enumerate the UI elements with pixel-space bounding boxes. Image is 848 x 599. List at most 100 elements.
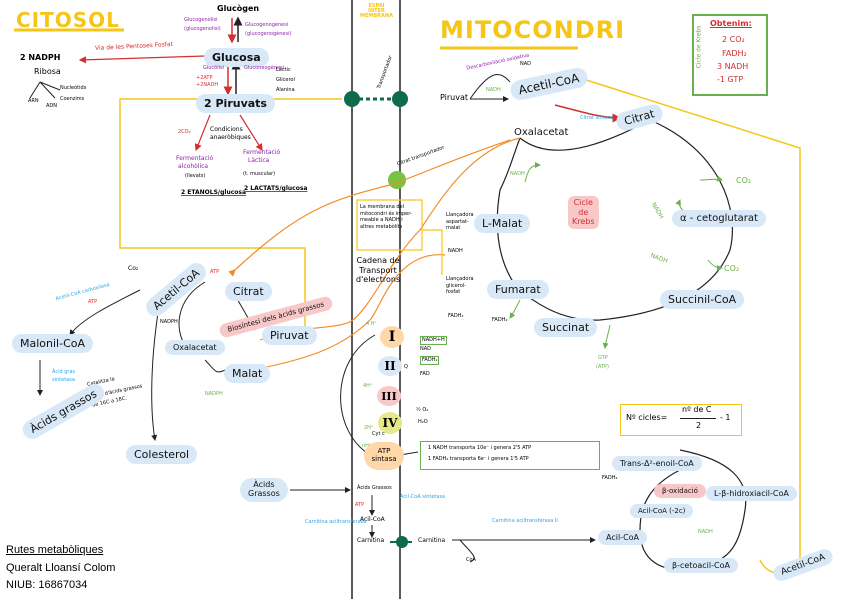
co2-cyto: Co₂: [128, 265, 139, 272]
formula-den: 2: [696, 421, 702, 430]
obtenim-l3: 3 NADH: [717, 62, 749, 71]
malat-cyto: Malat: [224, 364, 271, 383]
atp-yield-box: [420, 441, 600, 470]
etanols-label: 2 ETANOLS/glucosa: [181, 189, 247, 196]
cadena-transport-label: Cadena de Transport d'electrons: [356, 256, 401, 285]
coa-beta: CoA: [466, 557, 476, 563]
h-label-2: 4H⁺: [363, 383, 373, 389]
yield-nadh: 1 NADH transporta 10e⁻ i genera 2'5 ATP: [428, 445, 532, 451]
glucogenolisi-sub: (glucogenolisi): [184, 26, 221, 32]
gtp-krebs: GTP: [598, 355, 608, 361]
obtenim-l4: -1 GTP: [717, 75, 744, 84]
glucolisi-label: Glucòlisi: [203, 65, 225, 71]
membrane-note: La membrana del mitocondri és imper- mea…: [360, 204, 412, 230]
nadh-mito: NADH: [486, 87, 501, 93]
lanadora-aspartat: Llançadora aspartat- malat: [446, 212, 474, 231]
formula-rhs: - 1: [720, 413, 731, 422]
nucleotids-label: Nucleòtids: [60, 85, 87, 91]
glucolisi-nadh: +2NADH: [196, 82, 219, 88]
co2-fermentation: 2CO₂: [178, 129, 191, 135]
oxalacetat-mito: Oxalacetat: [514, 127, 569, 138]
acil-coa-2c: Acil-CoA (-2c): [630, 504, 694, 518]
footer-niub: NIUB: 16867034: [6, 579, 88, 591]
acil-coa-beta: Acil-CoA: [360, 516, 385, 523]
fadh-beta: FADH₂: [602, 475, 618, 481]
lactats-label: 2 LACTATS/glucosa: [244, 185, 308, 192]
complex-iii: III: [377, 386, 401, 406]
fumarat-node: Fumarat: [487, 280, 549, 299]
cetoacil-coa: β-cetoacil-CoA: [664, 558, 738, 573]
lanadora-glicerol: Llançadora glicerol- fosfat: [446, 276, 474, 295]
formula-lhs: Nº cicles=: [626, 413, 668, 422]
succinil-coa-node: Succinil-CoA: [660, 290, 745, 309]
cicle-krebs-label: Cicle de Krebs: [568, 196, 599, 229]
footer-author: Queralt Lloansí Colom: [6, 562, 116, 574]
carnitina-beta-2: Carnitina: [418, 537, 446, 544]
fermentacio-lac-1: Fermentació: [243, 149, 281, 156]
fad-etc: FAD: [420, 371, 430, 377]
co2-krebs-2: CO₂: [724, 264, 740, 273]
obtenim-title: Obtenim:: [710, 19, 752, 28]
complex-iv: IV: [378, 412, 402, 434]
glucogen-label: Glucògen: [217, 4, 260, 13]
malonil-coa-node: Malonil-CoA: [12, 334, 94, 353]
beta-oxidacio-label: β-oxidació: [654, 484, 706, 498]
gluconeogenesi-label: Gluconeogènesi: [244, 65, 285, 71]
lactic-label: Làctic: [276, 67, 291, 73]
atp-cyto: ATP: [88, 299, 98, 305]
citosol-title: CITOSOL: [16, 8, 120, 32]
h-label-1: 4 H⁺: [366, 321, 378, 327]
o2-etc: ½ O₂: [416, 407, 429, 413]
nadh-krebs-1: NADH: [510, 171, 525, 177]
complex-i: I: [380, 326, 404, 348]
citrat-sintasa-label: Citrat sintasa: [580, 115, 614, 121]
footer-title: Rutes metabòliques: [6, 544, 104, 556]
acids-grassos-left: Àcids Grassos: [240, 478, 288, 502]
oxalacetat-cyto: Oxalacetat: [165, 340, 225, 355]
ribosa-label: Ribosa: [34, 67, 61, 76]
intermembrane-label: ESPAI INTER MEMBRANA: [360, 3, 393, 19]
nadph-cyto2: NADPH: [205, 391, 223, 397]
alfa-cetoglutarat: α - cetoglutarat: [672, 210, 766, 227]
trans-enoil-coa: Trans-Δ²-enoil-CoA: [612, 456, 702, 471]
acid-gras-sint-1: Àcid gras: [52, 369, 76, 375]
pyruvate-carrier-outer: [344, 91, 360, 107]
glucogenolisi-label: Glucogenòlisi: [184, 17, 218, 23]
acids-grassos-beta: Àcids Grassos: [357, 485, 392, 491]
nadh-h-etc: NADH+H: [420, 336, 447, 345]
complex-ii: II: [378, 356, 402, 376]
glicerol-label: Glicerol: [276, 77, 295, 83]
carnitina-beta: Carnitina: [357, 537, 385, 544]
formula-box: [620, 404, 742, 436]
obtenim-l1: 2 CO₂: [722, 35, 745, 44]
glucolisi-atp: +2ATP: [196, 75, 213, 81]
piruvats-node: 2 Piruvats: [196, 94, 275, 113]
nad-mito: NAD: [520, 61, 532, 67]
acil-transferasa-1: Carnitina aciltransferasa: [305, 519, 367, 525]
glucogenogenesi-label: Glucogenogènesi: [245, 22, 289, 28]
nadph-cyto: NADPH: [160, 319, 178, 325]
anaerobiques-label: anaeròbiques: [210, 134, 251, 141]
acil-transferasa-2: Carnitina aciltransferasa II: [492, 518, 558, 524]
h-label-3: 2H⁺: [364, 425, 374, 431]
co2-krebs-1: CO₂: [736, 176, 752, 185]
pyruvate-carrier-inner: [392, 91, 408, 107]
nadph-label: 2 NADPH: [20, 53, 61, 62]
atp-beta: ATP: [355, 502, 365, 508]
acil-coa-mito: Acil-CoA: [598, 530, 648, 545]
arn-label: ARN: [28, 98, 39, 104]
glucogenogenesi-sub: (glucogenogènesi): [245, 31, 292, 37]
alanina-label: Alanina: [276, 87, 295, 93]
piruvat-mito-entry: Piruvat: [440, 93, 469, 102]
succinat-node: Succinat: [534, 318, 598, 337]
atp-sintasa: ATP sintasa: [364, 442, 404, 470]
q-etc: Q: [404, 364, 408, 370]
nadh-beta: NADH: [698, 529, 713, 535]
fadh-box: FADH₂: [448, 313, 464, 319]
coenzims-label: Coenzims: [60, 96, 85, 102]
mitocondri-title: MITOCONDRI: [440, 16, 626, 44]
fadh2-krebs: FADH₂: [492, 317, 508, 323]
fermentacio-alc-1: Fermentació: [176, 155, 214, 162]
